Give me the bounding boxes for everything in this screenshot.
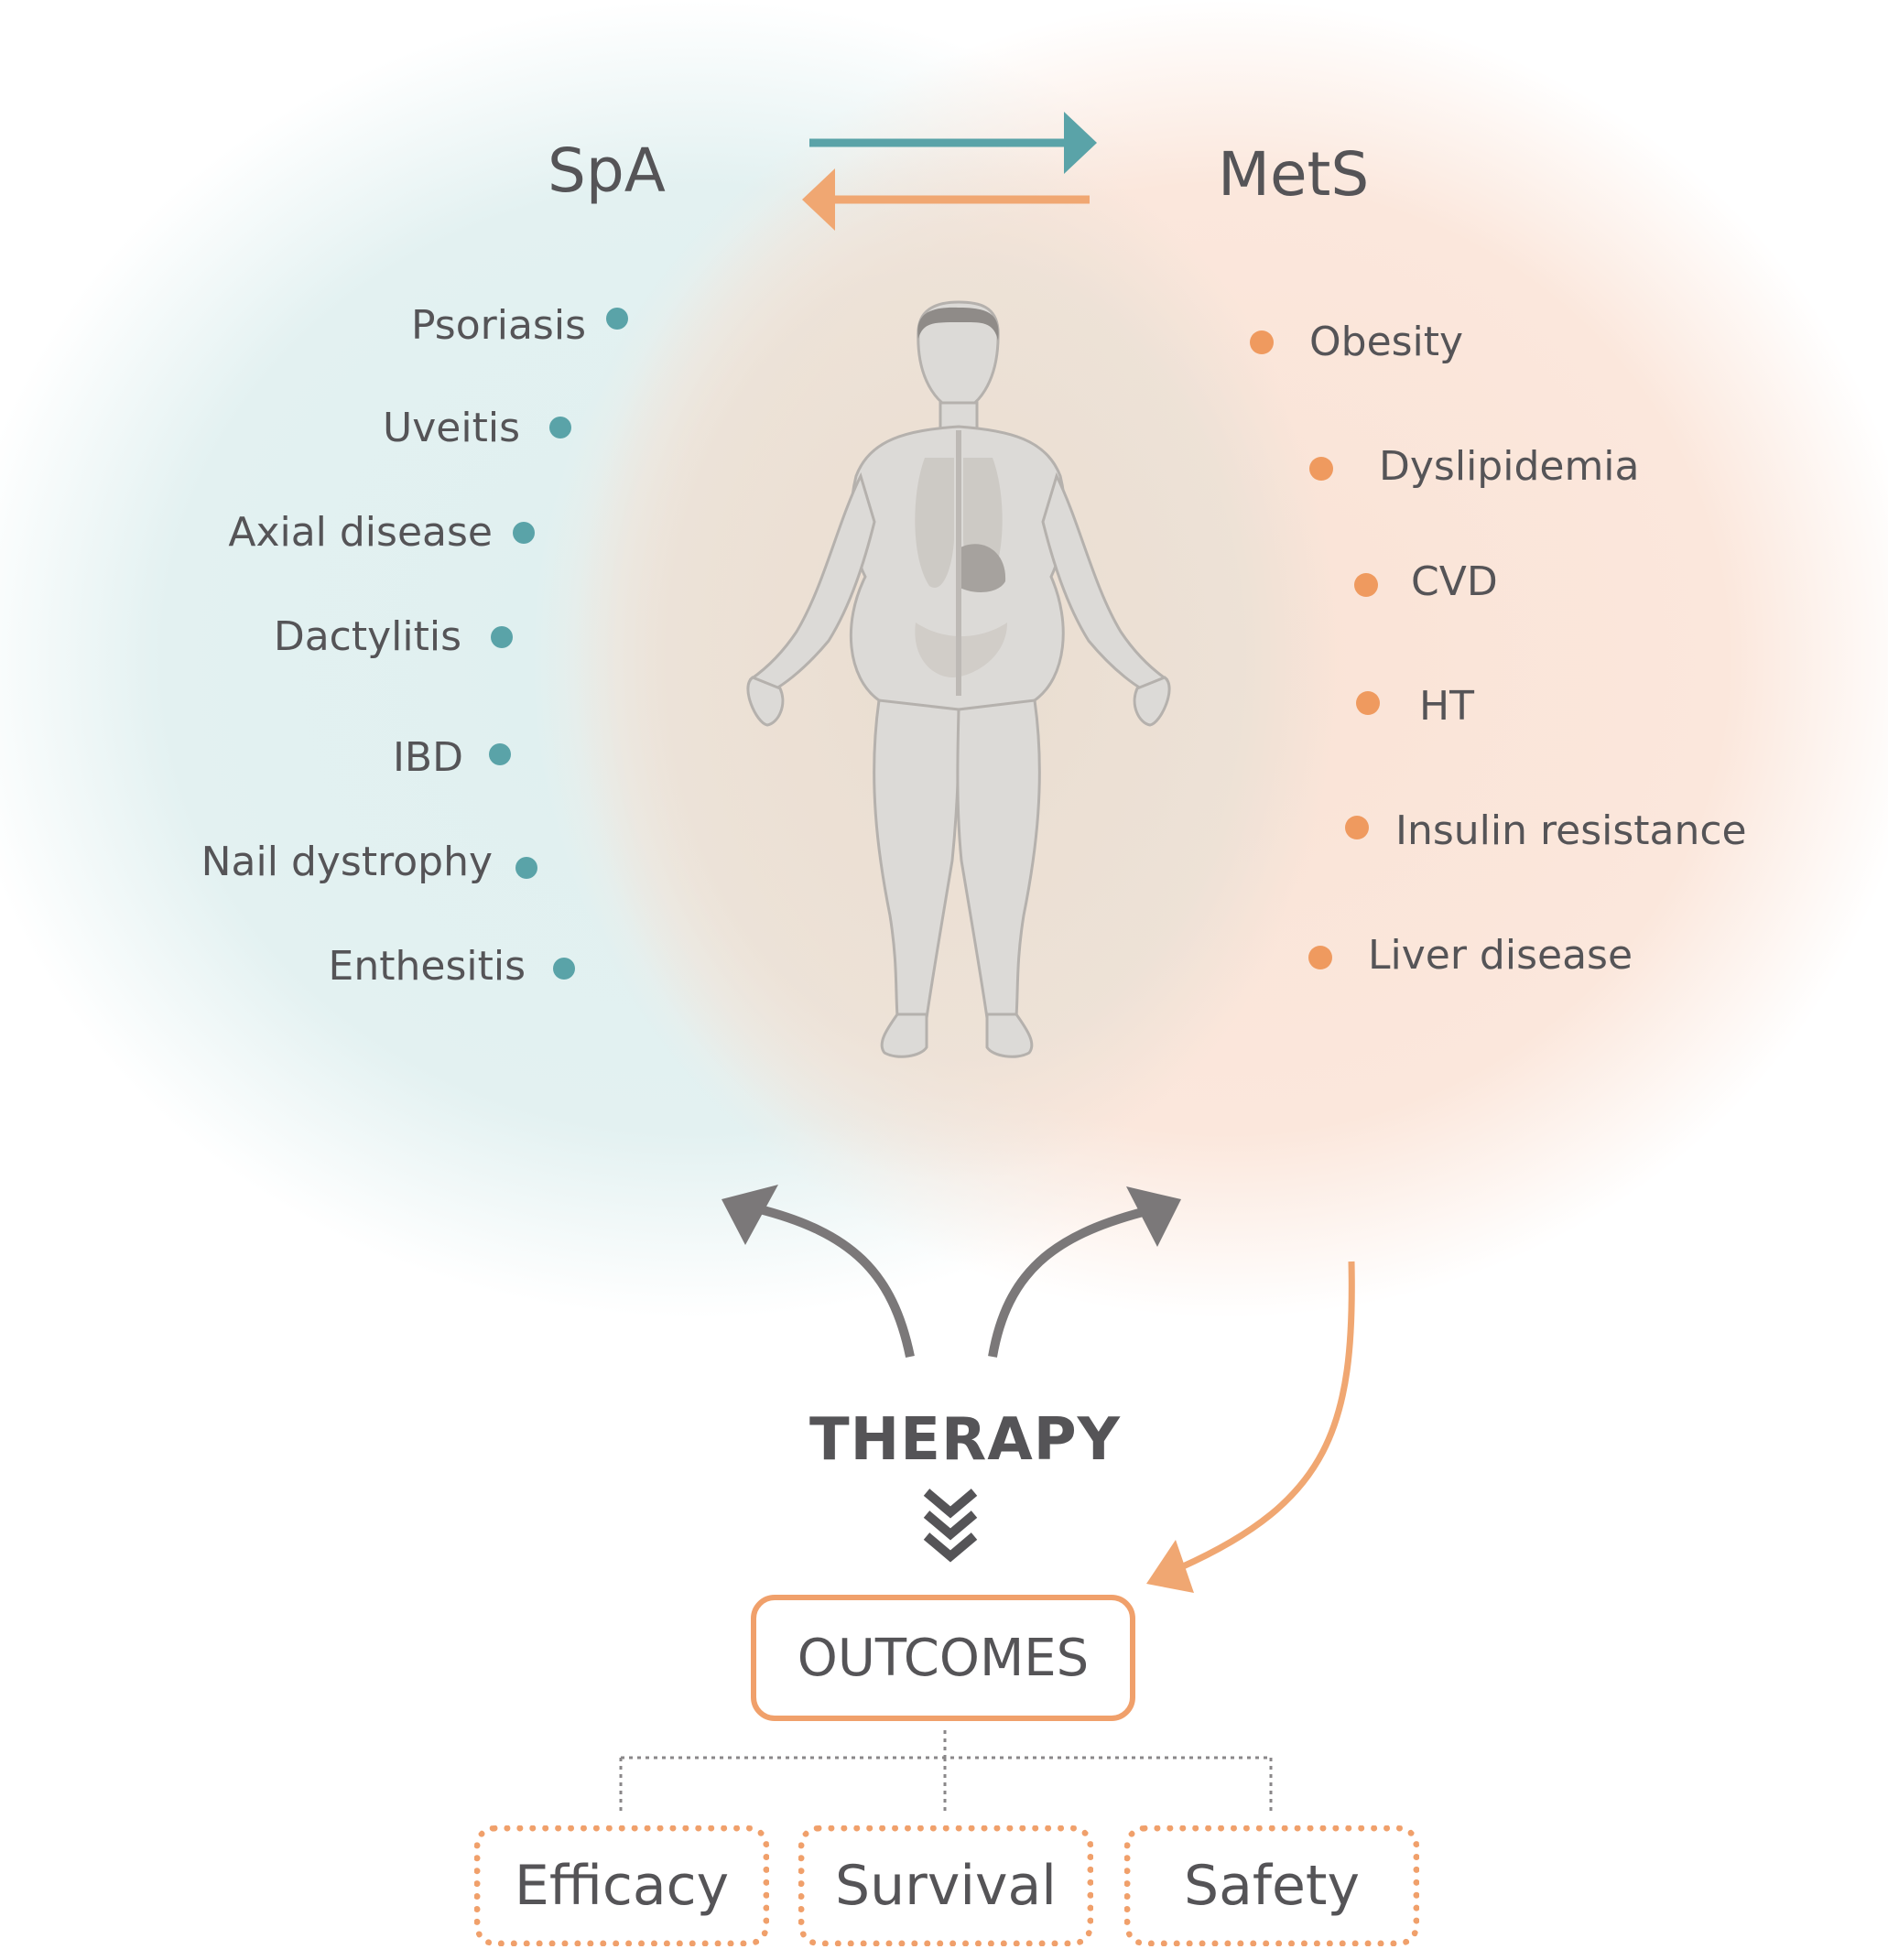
mets-item: Dyslipidemia xyxy=(1379,443,1640,490)
mets-to-spa-arrow xyxy=(802,168,1090,231)
spa-bullet-dot xyxy=(606,308,628,330)
spa-bullet-dot xyxy=(513,522,535,544)
spa-item: Psoriasis xyxy=(411,302,586,349)
spa-bullet-dot xyxy=(515,857,537,879)
mets-item: Obesity xyxy=(1309,319,1464,365)
outcome-connectors xyxy=(619,1730,1273,1813)
spa-item: Dactylitis xyxy=(273,613,461,660)
outcomes-label: OUTCOMES xyxy=(797,1628,1090,1688)
spa-item: Axial disease xyxy=(228,509,493,556)
spa-bullet-dot xyxy=(491,626,513,648)
outcome-type-label: Safety xyxy=(1184,1854,1360,1918)
mets-bullet-dot xyxy=(1309,457,1333,481)
mets-to-outcomes-arrow xyxy=(1146,1261,1355,1593)
therapy-to-mets-arrow xyxy=(988,1186,1181,1358)
spa-bullet-dot xyxy=(553,958,575,980)
mets-bullet-dot xyxy=(1345,816,1369,839)
spa-item: Uveitis xyxy=(383,405,520,451)
spa-to-mets-arrow xyxy=(809,112,1097,174)
mets-bullet-dot xyxy=(1250,330,1274,354)
outcome-type-label: Efficacy xyxy=(514,1854,730,1918)
spa-item: Nail dystrophy xyxy=(201,839,493,885)
spa-bullet-dot xyxy=(549,417,571,439)
mets-item: Liver disease xyxy=(1368,932,1633,979)
mets-bullet-dot xyxy=(1356,691,1380,715)
chevron-down-triple-icon xyxy=(923,1489,978,1563)
spa-item: IBD xyxy=(392,734,463,781)
human-body-figure xyxy=(746,300,1171,1058)
outcome-type-label: Survival xyxy=(835,1854,1057,1918)
spa-title: SpA xyxy=(548,135,666,206)
therapy-to-spa-arrow xyxy=(722,1185,915,1359)
outcome-type-box: Safety xyxy=(1124,1825,1419,1946)
mets-bullet-dot xyxy=(1354,573,1378,597)
spa-bullet-dot xyxy=(489,743,511,765)
outcome-type-box: Survival xyxy=(798,1825,1093,1946)
mets-item: HT xyxy=(1419,683,1474,730)
spa-item: Enthesitis xyxy=(328,943,526,990)
mets-item: CVD xyxy=(1411,558,1498,605)
mets-title: MetS xyxy=(1218,139,1370,210)
mets-item: Insulin resistance xyxy=(1395,807,1747,854)
outcome-type-box: Efficacy xyxy=(474,1825,769,1946)
mets-bullet-dot xyxy=(1308,946,1332,969)
therapy-label: THERAPY xyxy=(809,1406,1121,1474)
outcomes-box: OUTCOMES xyxy=(751,1595,1135,1721)
